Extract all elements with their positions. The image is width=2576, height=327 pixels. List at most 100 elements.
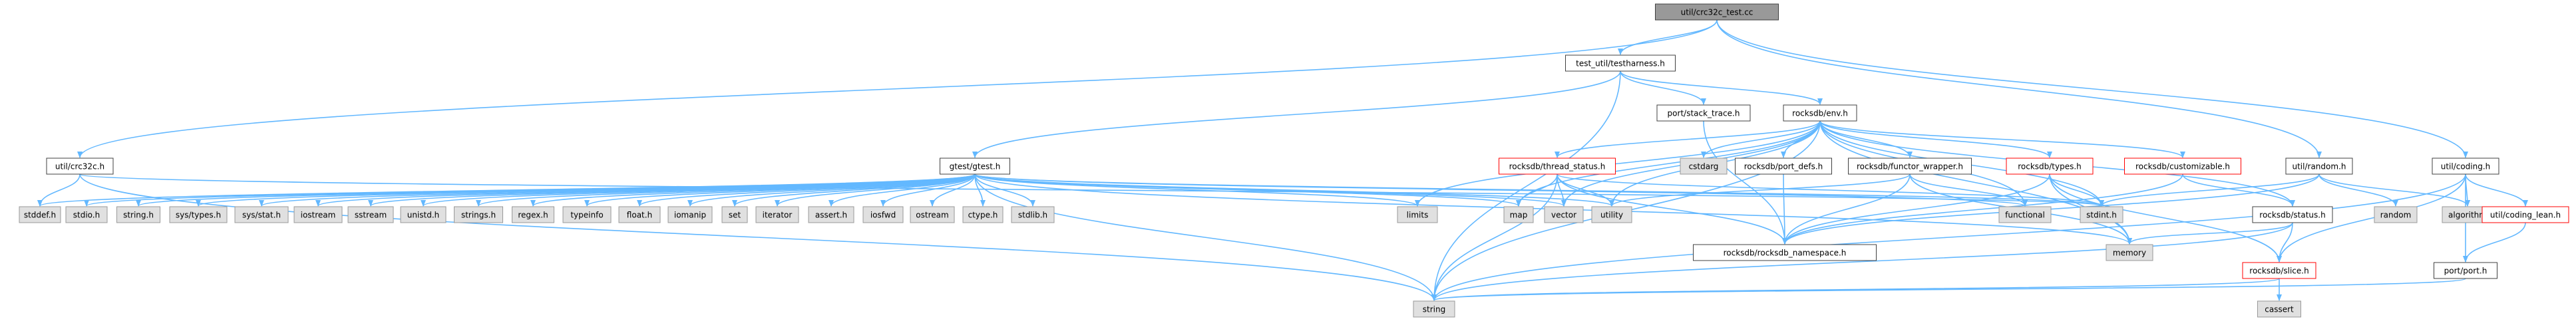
node-functional[interactable]: functional [1998, 206, 2052, 223]
node-stdio[interactable]: stdio.h [65, 206, 108, 223]
edge-coding-to-coding_lean [2465, 173, 2528, 207]
node-box-iostream [293, 206, 343, 223]
node-layer: util/crc32c_test.cc test_util/testharness… [19, 3, 2569, 318]
node-label-random: random [2380, 211, 2412, 220]
node-status[interactable]: rocksdb/status.h [2252, 206, 2333, 223]
node-box-iosfwd [862, 206, 904, 223]
node-label-typeinfo: typeinfo [570, 211, 603, 220]
node-ctype[interactable]: ctype.h [962, 206, 1004, 223]
node-label-unistd: unistd.h [407, 211, 440, 220]
node-env[interactable]: rocksdb/env.h [1783, 104, 1857, 122]
node-map[interactable]: map [1503, 206, 1534, 223]
node-iosfwd[interactable]: iosfwd [862, 206, 904, 223]
node-sys_stat[interactable]: sys/stat.h [234, 206, 289, 223]
node-box-cassert [2257, 300, 2301, 318]
node-label-assert_h: assert.h [815, 211, 847, 220]
node-box-coding [2432, 158, 2499, 175]
edge-slice-to-string [1431, 278, 2280, 301]
node-types[interactable]: rocksdb/types.h [2006, 158, 2094, 175]
node-label-customizable: rocksdb/customizable.h [2135, 162, 2230, 171]
node-unistd[interactable]: unistd.h [400, 206, 447, 223]
node-box-string [1413, 300, 1455, 318]
node-coding_lean[interactable]: util/coding_lean.h [2482, 206, 2569, 223]
node-box-functional [1998, 206, 2052, 223]
node-gtest[interactable]: gtest/gtest.h [940, 158, 1010, 175]
node-label-algorithm: algorithm [2448, 211, 2487, 220]
node-testharness[interactable]: test_util/testharness.h [1565, 54, 1676, 72]
node-label-root: util/crc32c_test.cc [1681, 8, 1753, 17]
node-strings_h[interactable]: strings.h [454, 206, 503, 223]
node-vector[interactable]: vector [1544, 206, 1584, 223]
edge-env-to-thread_status [1555, 120, 1821, 158]
node-string_h[interactable]: string.h [116, 206, 160, 223]
node-crc32c[interactable]: util/crc32c.h [46, 158, 114, 175]
edge-testharness-to-gtest [972, 70, 1621, 158]
node-cstdarg[interactable]: cstdarg [1680, 158, 1728, 175]
edge-thread_status-to-namespace [1557, 173, 1787, 245]
node-box-crc32c [46, 158, 114, 175]
node-float_h[interactable]: float.h [618, 206, 661, 223]
node-set[interactable]: set [721, 206, 748, 223]
node-box-string_h [116, 206, 160, 223]
node-label-sstream: sstream [355, 211, 387, 220]
edge-thread_status-to-map [1516, 173, 1558, 207]
node-label-stdio: stdio.h [73, 211, 100, 220]
node-label-stdlib: stdlib.h [1018, 211, 1047, 220]
node-cassert[interactable]: cassert [2257, 300, 2301, 318]
edge-random_h-to-random [2318, 173, 2398, 207]
node-port_defs[interactable]: rocksdb/port_defs.h [1735, 158, 1832, 175]
node-box-random_h [2285, 158, 2353, 175]
node-box-env [1783, 104, 1857, 122]
node-string[interactable]: string [1413, 300, 1455, 318]
node-thread_status[interactable]: rocksdb/thread_status.h [1499, 158, 1616, 175]
edge-gtest-to-iterator [775, 173, 976, 207]
node-port[interactable]: port/port.h [2434, 262, 2497, 279]
edge-gtest-to-limits [974, 173, 1420, 207]
node-memory[interactable]: memory [2106, 244, 2153, 261]
node-customizable[interactable]: rocksdb/customizable.h [2124, 158, 2241, 175]
node-typeinfo[interactable]: typeinfo [562, 206, 612, 223]
node-random_h[interactable]: util/random.h [2285, 158, 2353, 175]
node-limits[interactable]: limits [1397, 206, 1438, 223]
node-box-functor_wrapper [1848, 158, 1972, 175]
node-stdint[interactable]: stdint.h [2080, 206, 2123, 223]
node-regex[interactable]: regex.h [512, 206, 554, 223]
node-stdlib[interactable]: stdlib.h [1011, 206, 1055, 223]
node-namespace[interactable]: rocksdb/rocksdb_namespace.h [1693, 244, 1877, 261]
edge-thread_status-to-string [1431, 173, 1558, 301]
node-box-typeinfo [562, 206, 612, 223]
node-label-stdint: stdint.h [2086, 211, 2117, 220]
node-sstream[interactable]: sstream [347, 206, 394, 223]
node-box-stdlib [1011, 206, 1055, 223]
node-box-port_defs [1735, 158, 1832, 175]
node-coding[interactable]: util/coding.h [2432, 158, 2499, 175]
node-utility[interactable]: utility [1591, 206, 1632, 223]
node-box-memory [2106, 244, 2153, 261]
node-root[interactable]: util/crc32c_test.cc [1655, 3, 1779, 21]
edge-root-to-coding [1716, 19, 2468, 158]
node-box-assert_h [808, 206, 854, 223]
edge-gtest-to-stdlib [974, 173, 1035, 207]
node-iomanip[interactable]: iomanip [667, 206, 713, 223]
node-box-stddef [19, 206, 61, 223]
node-box-iterator [755, 206, 799, 223]
edge-status-to-string [1431, 222, 2293, 301]
node-functor_wrapper[interactable]: rocksdb/functor_wrapper.h [1848, 158, 1972, 175]
edge-port-to-string [1431, 278, 2466, 301]
node-ostream[interactable]: ostream [910, 206, 955, 223]
node-stddef[interactable]: stddef.h [19, 206, 61, 223]
node-box-stdio [65, 206, 108, 223]
node-sys_types[interactable]: sys/types.h [169, 206, 228, 223]
node-box-regex [512, 206, 554, 223]
node-box-sstream [347, 206, 394, 223]
node-random[interactable]: random [2374, 206, 2418, 223]
node-stack_trace[interactable]: port/stack_trace.h [1656, 104, 1751, 122]
node-box-unistd [400, 206, 447, 223]
node-label-string: string [1423, 305, 1445, 314]
node-assert_h[interactable]: assert.h [808, 206, 854, 223]
node-slice[interactable]: rocksdb/slice.h [2242, 262, 2316, 279]
node-iterator[interactable]: iterator [755, 206, 799, 223]
node-iostream[interactable]: iostream [293, 206, 343, 223]
node-box-ostream [910, 206, 955, 223]
node-label-cassert: cassert [2265, 305, 2294, 314]
